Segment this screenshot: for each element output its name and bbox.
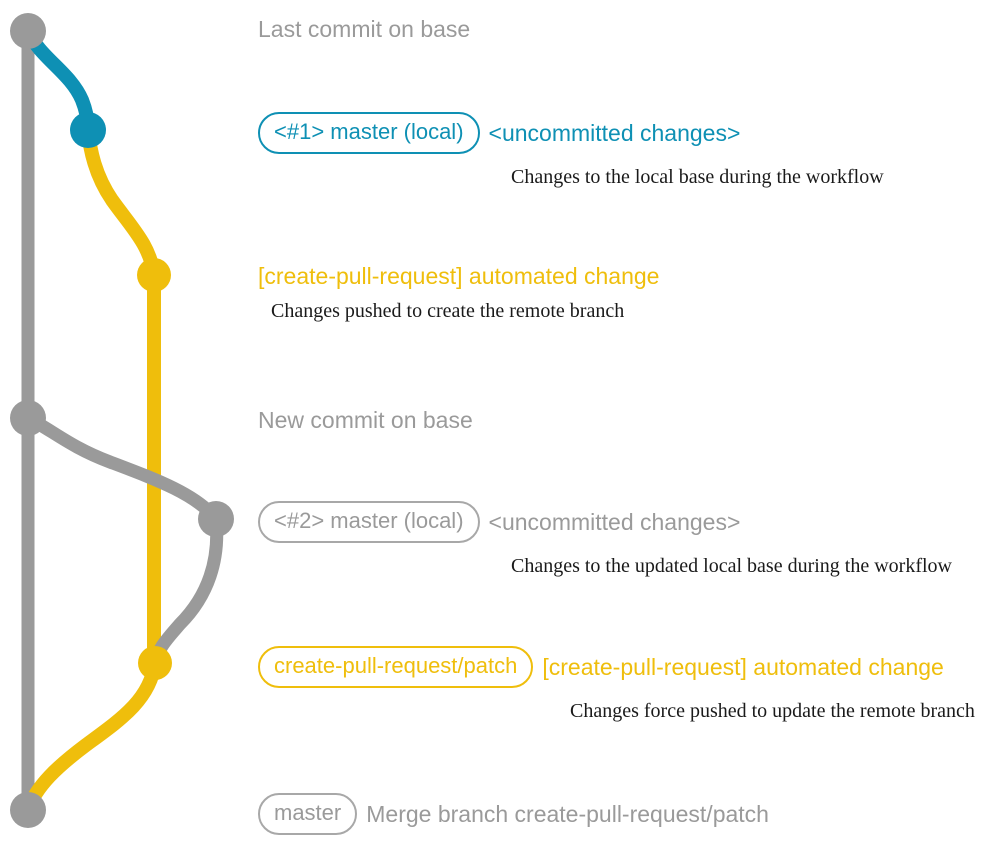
annotation-last-commit-on-base: Last commit on base (258, 18, 470, 41)
annotation-automated-change-2: create-pull-request/patch [create-pull-r… (258, 646, 975, 721)
annotation-new-commit-on-base: New commit on base (258, 409, 473, 432)
commit-subject-automated-change-2: [create-pull-request] automated change (542, 653, 944, 680)
branch-line-patch-2-merge (21, 656, 162, 817)
commit-node-local-head-1[interactable] (70, 112, 106, 148)
commit-node-local-head-2[interactable] (198, 501, 234, 537)
commit-note-local-2: Changes to the updated local base during… (511, 555, 952, 577)
commit-node-patch-2[interactable] (138, 646, 172, 680)
ref-pill-master-local-1[interactable]: <#1> master (local) (258, 112, 480, 154)
ref-pill-create-pull-request-patch[interactable]: create-pull-request/patch (258, 646, 534, 688)
commit-subject-automated-change-1: [create-pull-request] automated change (258, 263, 660, 289)
commit-subject-last-commit-on-base: Last commit on base (258, 16, 471, 42)
annotation-local-1: <#1> master (local) <uncommitted changes… (258, 112, 884, 187)
commit-note-automated-change-2: Changes force pushed to update the remot… (570, 700, 975, 722)
commit-node-merge-head[interactable] (10, 792, 46, 828)
commit-node-base-head[interactable] (10, 13, 46, 49)
commit-graph (10, 13, 234, 828)
commit-subject-merge: Merge branch create-pull-request/patch (366, 800, 769, 827)
commit-note-automated-change-1: Changes pushed to create the remote bran… (271, 300, 625, 322)
commit-subject-local-1: <uncommitted changes> (488, 119, 741, 146)
annotation-merge-commit: master Merge branch create-pull-request/… (258, 793, 769, 835)
branch-line-patch-1 (81, 123, 161, 667)
commit-note-local-1: Changes to the local base during the wor… (511, 166, 884, 188)
commit-subject-local-2: <uncommitted changes> (488, 508, 741, 535)
commit-node-patch-1[interactable] (137, 258, 171, 292)
annotation-automated-change-1: [create-pull-request] automated change C… (258, 263, 660, 322)
ref-pill-master-local-2[interactable]: <#2> master (local) (258, 501, 480, 543)
ref-pill-master[interactable]: master (258, 793, 358, 835)
branch-line-local-2-to-patch (148, 512, 224, 670)
annotation-local-2: <#2> master (local) <uncommitted changes… (258, 501, 952, 576)
branch-line-local-2 (21, 411, 223, 526)
commit-node-base-new[interactable] (10, 400, 46, 436)
commit-subject-new-commit-on-base: New commit on base (258, 407, 473, 433)
